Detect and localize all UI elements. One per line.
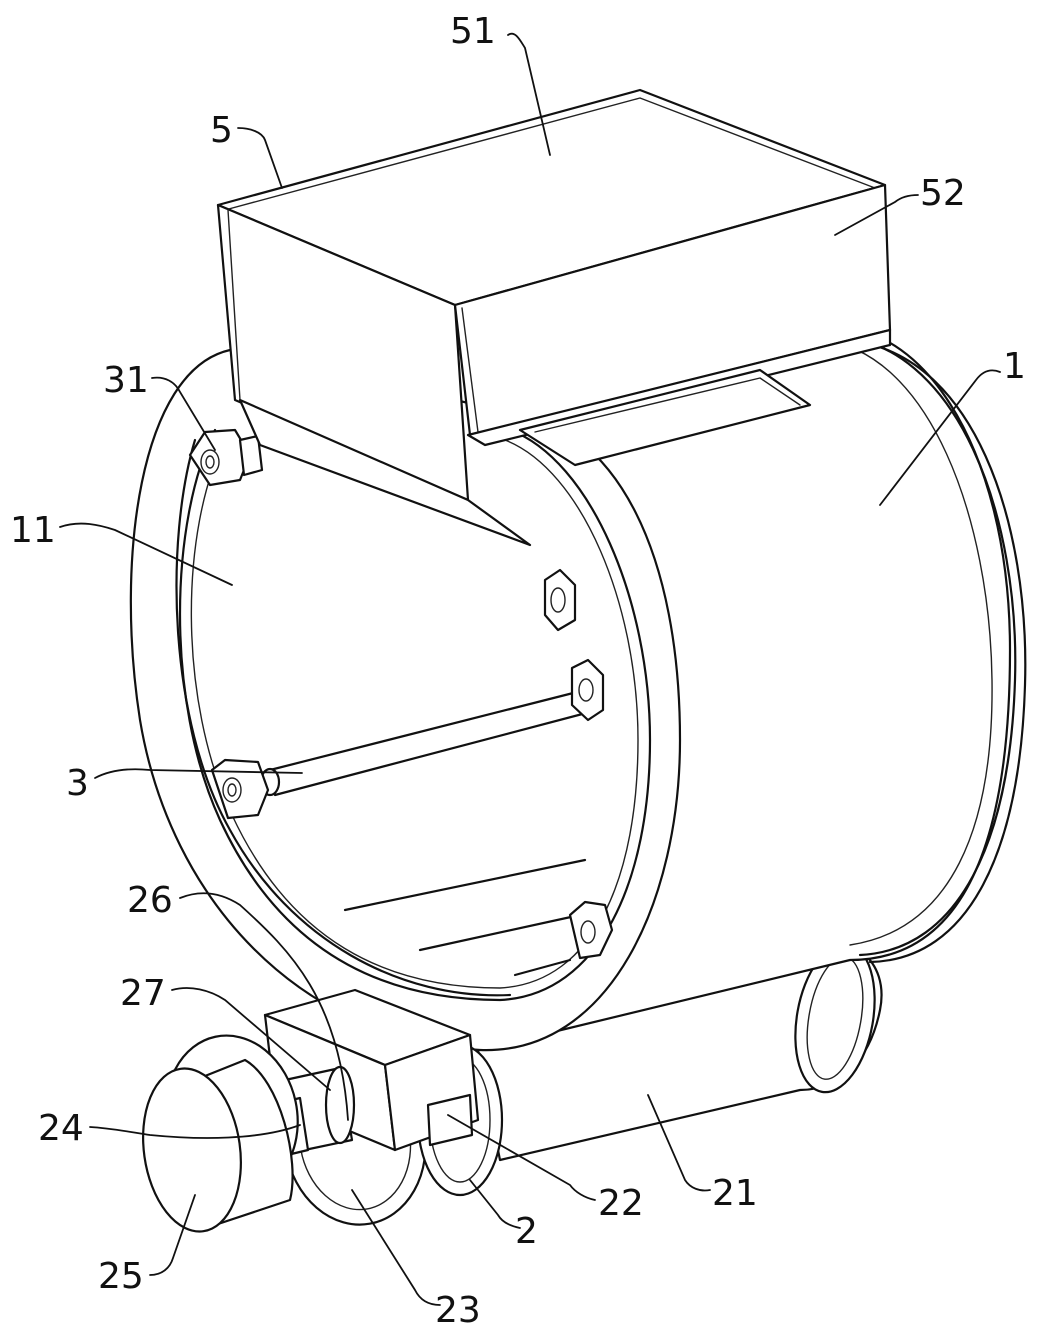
label-24: 24 <box>38 1108 84 1149</box>
bracket-right-mid <box>570 658 605 722</box>
bracket-bottom <box>568 900 614 960</box>
label-21: 21 <box>712 1173 758 1214</box>
label-31: 31 <box>103 360 149 401</box>
reference-labels: 51 5 52 1 31 11 3 26 27 24 22 21 2 25 23 <box>10 11 1026 1331</box>
front-ring <box>129 348 682 1052</box>
bracket-mid-left <box>210 758 270 820</box>
label-27: 27 <box>120 973 166 1014</box>
label-26: 26 <box>127 880 173 921</box>
label-5: 5 <box>210 110 233 151</box>
label-2: 2 <box>515 1211 538 1252</box>
label-52: 52 <box>920 173 966 214</box>
label-23: 23 <box>435 1290 481 1331</box>
label-51: 51 <box>450 11 496 52</box>
bracket-right-upper <box>543 568 577 632</box>
label-11: 11 <box>10 510 56 551</box>
lower-clamp-assembly <box>142 988 504 1233</box>
leader-lines <box>59 32 1001 1306</box>
bracket-top-left <box>188 428 264 487</box>
label-3: 3 <box>66 763 89 804</box>
top-housing-box <box>216 88 892 547</box>
label-25: 25 <box>98 1256 144 1297</box>
label-1: 1 <box>1003 346 1026 387</box>
label-22: 22 <box>598 1183 644 1224</box>
